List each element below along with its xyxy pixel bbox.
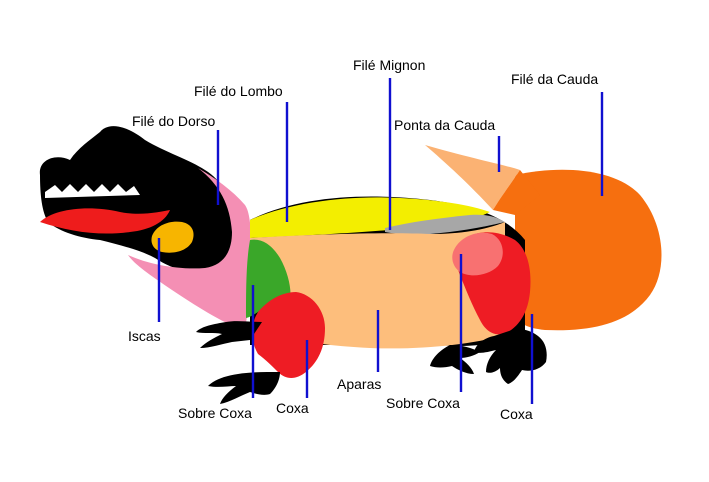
file-do-dorso-region bbox=[128, 168, 252, 330]
label-sobre-coxa-rear: Sobre Coxa bbox=[386, 395, 460, 411]
label-coxa-rear: Coxa bbox=[500, 406, 533, 422]
labels: Filé Mignon Filé da Cauda Filé do Lombo … bbox=[128, 57, 598, 422]
label-aparas: Aparas bbox=[337, 376, 381, 392]
tail-tip-region bbox=[425, 145, 520, 210]
iscas-yellow bbox=[151, 221, 194, 253]
file-do-lombo-region bbox=[250, 197, 490, 238]
label-coxa-front: Coxa bbox=[276, 400, 309, 416]
rear-foot-left bbox=[430, 345, 480, 374]
leader-lines bbox=[157, 78, 604, 404]
mouth-red bbox=[40, 208, 170, 234]
label-ponta-da-cauda: Ponta da Cauda bbox=[394, 117, 495, 133]
label-file-mignon: Filé Mignon bbox=[353, 57, 425, 73]
head-region bbox=[39, 126, 237, 273]
label-sobre-coxa-front: Sobre Coxa bbox=[178, 405, 252, 421]
label-file-do-dorso: Filé do Dorso bbox=[132, 113, 215, 129]
label-file-da-cauda: Filé da Cauda bbox=[511, 71, 598, 87]
rear-foot-right bbox=[474, 329, 547, 384]
label-iscas: Iscas bbox=[128, 328, 161, 344]
file-mignon-region bbox=[385, 214, 505, 235]
tail-base-upper bbox=[493, 170, 540, 215]
tail-filet-region bbox=[515, 169, 662, 331]
front-foot-left bbox=[196, 321, 262, 348]
sobre-coxa-rear-region bbox=[452, 232, 503, 276]
teeth-upper bbox=[45, 184, 140, 198]
front-foot-right bbox=[208, 372, 280, 404]
label-file-do-lombo: Filé do Lombo bbox=[194, 83, 283, 99]
